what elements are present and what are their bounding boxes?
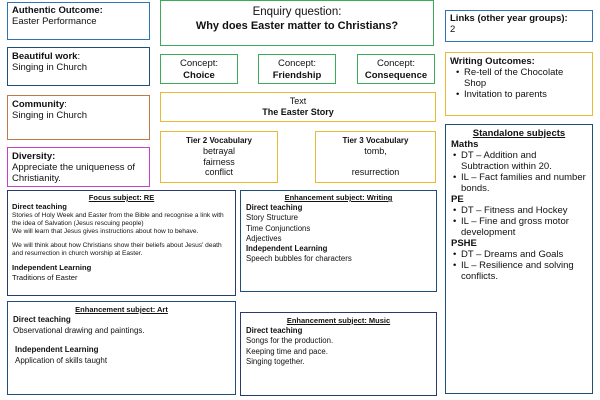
concept-value: Choice	[183, 70, 215, 81]
list-item: DT – Fitness and Hockey	[453, 205, 587, 216]
art-direct-text: Observational drawing and paintings.	[13, 325, 145, 335]
tier2-word: betrayal	[202, 146, 236, 156]
enquiry-question-box: Enquiry question: Why does Easter matter…	[160, 0, 434, 46]
standalone-subjects-box: Standalone subjects Maths DT – Addition …	[445, 124, 593, 394]
authentic-outcome-value: Easter Performance	[12, 16, 97, 27]
re-independent-heading: Independent Learning	[12, 263, 92, 273]
writing-independent-text: Speech bubbles for characters	[246, 254, 352, 264]
links-title: Links (other year groups):	[450, 13, 568, 24]
section-heading: PSHE	[451, 238, 477, 249]
concept-friendship-box: Concept: Friendship	[258, 54, 336, 84]
list-item: Invitation to parents	[456, 89, 588, 100]
concept-value: Consequence	[364, 70, 428, 81]
list-item: Re-tell of the Chocolate Shop	[456, 67, 588, 89]
writing-direct-heading: Direct teaching	[246, 203, 303, 212]
writing-independent-heading: Independent Learning	[246, 244, 328, 254]
music-item: Songs for the production.	[246, 336, 334, 346]
authentic-outcome-title: Authentic Outcome:	[12, 5, 103, 16]
art-direct-heading: Direct teaching	[13, 315, 71, 324]
enhancement-writing-box: Enhancement subject: Writing Direct teac…	[240, 190, 437, 292]
music-title: Enhancement subject: Music	[286, 316, 391, 325]
list-item: IL – Fact families and number bonds.	[453, 172, 587, 194]
links-value: 2	[450, 24, 456, 35]
maths-list: DT – Addition and Subtraction within 20.…	[451, 150, 587, 194]
tier2-word: conflict	[204, 167, 233, 177]
pshe-list: DT – Dreams and Goals IL – Resilience an…	[451, 249, 587, 282]
text-label: Text	[289, 96, 307, 106]
enquiry-label: Enquiry question:	[252, 6, 342, 18]
list-item: IL – Resilience and solving conflicts.	[453, 260, 587, 282]
community-box: Community: Singing in Church	[7, 95, 150, 140]
section-heading: PE	[451, 194, 464, 205]
writing-outcomes-list: Re-tell of the Chocolate Shop Invitation…	[450, 67, 588, 100]
list-item: DT – Dreams and Goals	[453, 249, 587, 260]
music-item: Singing together.	[246, 356, 305, 366]
music-direct-heading: Direct teaching	[246, 326, 303, 335]
enhancement-art-box: Enhancement subject: Art Direct teaching…	[7, 301, 236, 395]
diversity-value: Appreciate the uniqueness of Christianit…	[12, 162, 136, 184]
tier3-word	[316, 157, 435, 168]
text-box: Text The Easter Story	[160, 92, 436, 122]
re-direct-text: Stories of Holy Week and Easter from the…	[12, 212, 224, 228]
enhancement-music-box: Enhancement subject: Music Direct teachi…	[240, 312, 437, 396]
writing-item: Story Structure	[246, 213, 298, 223]
writing-title: Enhancement subject: Writing	[284, 193, 393, 202]
tier3-word: resurrection	[351, 167, 400, 177]
links-box: Links (other year groups): 2	[445, 10, 593, 42]
concept-choice-box: Concept: Choice	[160, 54, 238, 84]
standalone-title: Standalone subjects	[472, 128, 566, 139]
beautiful-work-value: Singing in Church	[12, 62, 87, 73]
tier2-word: fairness	[203, 156, 235, 167]
enquiry-question: Why does Easter matter to Christians?	[195, 20, 399, 32]
art-independent-heading: Independent Learning	[15, 345, 99, 354]
concept-label: Concept:	[277, 58, 317, 69]
re-title: Focus subject: RE	[88, 193, 155, 202]
art-title: Enhancement subject: Art	[75, 305, 168, 314]
tier3-vocabulary-box: Tier 3 Vocabulary tomb, resurrection	[315, 131, 436, 183]
writing-outcomes-title: Writing Outcomes:	[450, 56, 535, 67]
tier2-title: Tier 2 Vocabulary	[186, 136, 252, 145]
diversity-box: Diversity: Appreciate the uniqueness of …	[7, 147, 150, 187]
concept-label: Concept:	[376, 58, 416, 69]
writing-outcomes-box: Writing Outcomes: Re-tell of the Chocola…	[445, 52, 593, 116]
diversity-title: Diversity:	[12, 151, 56, 162]
list-item: DT – Addition and Subtraction within 20.	[453, 150, 587, 172]
focus-subject-re-box: Focus subject: RE Direct teaching Storie…	[7, 190, 236, 296]
section-heading: Maths	[451, 139, 479, 150]
writing-item: Adjectives	[246, 233, 282, 243]
beautiful-work-box: Beautiful work: Singing in Church	[7, 47, 150, 86]
re-direct-text: We will think about how Christians show …	[12, 241, 222, 257]
music-item: Keeping time and pace.	[246, 346, 328, 356]
art-independent-text: Application of skills taught	[15, 355, 108, 365]
pe-list: DT – Fitness and Hockey IL – Fine and gr…	[451, 205, 587, 238]
re-independent-text: Traditions of Easter	[12, 273, 78, 283]
concept-label: Concept:	[179, 58, 219, 69]
text-value: The Easter Story	[262, 107, 334, 117]
tier3-word: tomb,	[364, 146, 387, 156]
community-value: Singing in Church	[12, 110, 87, 121]
authentic-outcome-box: Authentic Outcome: Easter Performance	[7, 2, 150, 40]
concept-consequence-box: Concept: Consequence	[357, 54, 435, 84]
beautiful-work-title: Beautiful work:	[12, 51, 81, 62]
concept-value: Friendship	[272, 70, 322, 81]
tier2-vocabulary-box: Tier 2 Vocabulary betrayal fairness conf…	[160, 131, 278, 183]
re-direct-heading: Direct teaching	[12, 202, 67, 211]
writing-item: Time Conjunctions	[246, 223, 311, 233]
tier3-title: Tier 3 Vocabulary	[342, 136, 409, 145]
community-title: Community:	[12, 99, 67, 110]
list-item: IL – Fine and gross motor development	[453, 216, 587, 238]
re-direct-text: We will learn that Jesus gives instructi…	[12, 228, 199, 236]
